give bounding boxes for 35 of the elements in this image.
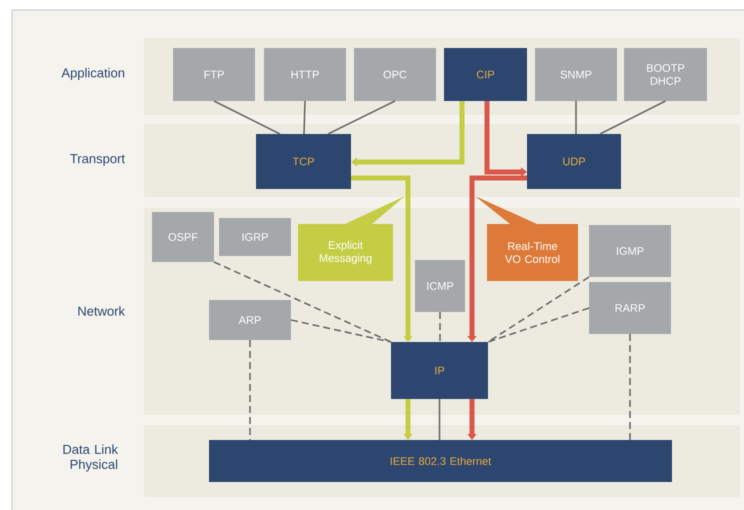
layer-label: Transport (70, 154, 125, 166)
protocol-box: HTTP (264, 48, 346, 101)
protocol-box: ARP (209, 300, 291, 340)
connector-line (438, 399, 440, 440)
protocol-box: CIP (444, 48, 527, 101)
protocol-box: UDP (527, 134, 621, 189)
protocol-box: IEEE 802.3 Ethernet (209, 440, 672, 482)
layer-label: Network (78, 306, 126, 316)
dashed-line (629, 334, 631, 440)
protocol-box: SNMP (535, 48, 617, 101)
protocol-box: FTP (173, 48, 255, 101)
protocol-box: OPC (354, 48, 436, 101)
protocol-box: BOOTP DHCP (624, 48, 707, 101)
connector-line (600, 100, 666, 135)
protocol-box: OSPF (152, 212, 214, 262)
connector-line (328, 100, 396, 135)
protocol-box: RARP (589, 282, 671, 334)
protocol-box: IP (391, 342, 488, 399)
connector-line (214, 100, 280, 135)
layer-label: Application (61, 68, 124, 80)
connector-line (575, 101, 577, 134)
dashed-line (214, 261, 392, 343)
callout-box: Explicit Messaging (298, 196, 405, 281)
dashed-line (488, 276, 590, 343)
dashed-line (439, 312, 441, 342)
layer-label: Data Link Physical (63, 444, 118, 472)
protocol-box: IGMP (589, 225, 671, 277)
connector-line (303, 100, 306, 134)
dashed-line (249, 340, 251, 440)
dashed-line (290, 319, 392, 343)
protocol-box: ICMP (415, 260, 465, 312)
callout-box: Real-Time VO Control (475, 196, 578, 281)
dashed-line (488, 307, 590, 343)
protocol-box: TCP (256, 134, 351, 189)
protocol-box: IGRP (219, 218, 291, 256)
